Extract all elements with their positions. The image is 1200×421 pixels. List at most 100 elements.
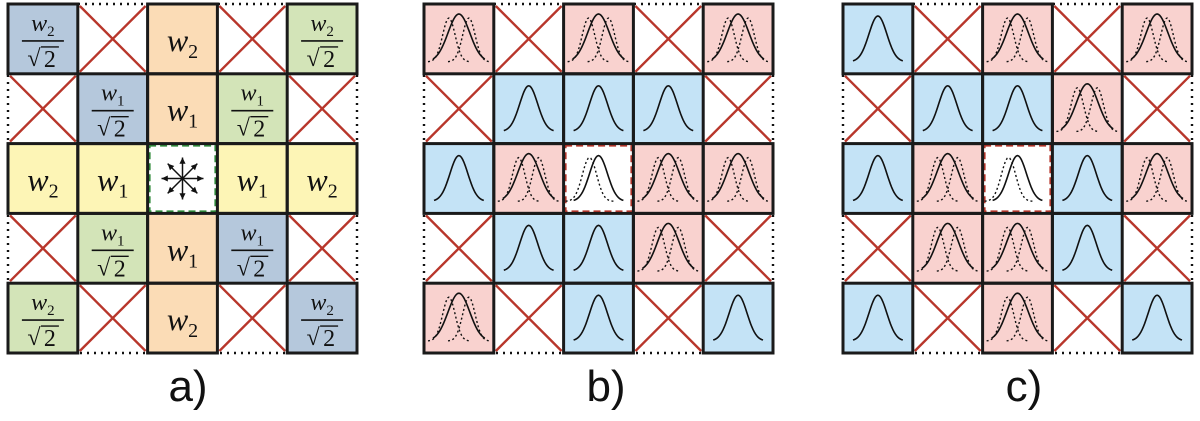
gaussian-curve-dotted (1006, 226, 1049, 272)
gaussian-curve-dotted (1056, 86, 1099, 133)
gaussian-curve (573, 224, 624, 271)
gaussian-curve (1062, 154, 1113, 202)
gaussian-curve (503, 224, 554, 271)
gaussian-curve-dotted (986, 17, 1029, 63)
cell-border (1120, 2, 1194, 76)
cell-border (215, 211, 289, 285)
gaussian-curve (1062, 224, 1113, 271)
filled-cell (147, 73, 218, 144)
sqrt-sign: √ (97, 116, 111, 142)
cross-mark (494, 284, 563, 352)
gaussian-curve-dotted (1006, 296, 1049, 342)
cross-mark (913, 284, 982, 352)
grid-cell (703, 283, 773, 353)
grid-cell (563, 143, 634, 214)
grid-cell (982, 143, 1053, 214)
weight-label: w2 (167, 301, 198, 342)
gaussian-curve (992, 84, 1043, 132)
gaussian-curve-dotted (1126, 156, 1169, 202)
cross-mark (913, 5, 982, 73)
cell-border (841, 2, 915, 76)
weight-label: w1 (237, 162, 268, 203)
filled-cell (287, 4, 357, 74)
arrow-head (190, 163, 198, 171)
filled-cell (1122, 143, 1192, 214)
gaussian-curve-dotted (1146, 17, 1189, 63)
grid-cell (78, 284, 147, 352)
sqrt-sign: √ (307, 46, 321, 72)
cross-mark (1123, 74, 1191, 143)
cell-border (981, 281, 1054, 355)
gaussian-curve (1130, 152, 1184, 200)
cross-mark (218, 284, 287, 352)
grid-cell: w1 (77, 143, 148, 214)
grid-cell: w1√2 (77, 213, 148, 284)
filled-cell (633, 73, 704, 144)
filled-cell (493, 213, 564, 284)
cell-border (701, 2, 775, 76)
grid-cell (425, 74, 493, 143)
filled-cell (8, 4, 78, 74)
gaussian-curve-dotted (916, 226, 959, 272)
gaussian-curve (991, 13, 1044, 60)
filled-cell (563, 73, 634, 144)
grid-cell (982, 73, 1053, 144)
filled-cell (1122, 4, 1192, 74)
filled-cell (563, 4, 634, 74)
weight-numerator: w2 (31, 11, 55, 40)
gaussian-curve-dotted (1146, 156, 1189, 202)
grid-cell (9, 214, 77, 283)
gaussian-curve-dotted (936, 226, 979, 272)
gaussian-curve-dotted (637, 156, 680, 202)
grid-cell: w2√2 (287, 283, 357, 353)
gaussian-curve-dotted (427, 17, 470, 63)
cell-border (562, 281, 635, 355)
cross-mark (288, 214, 356, 283)
gaussian-curve (1130, 13, 1184, 60)
gaussian-curve (641, 152, 695, 200)
grid-cell (1122, 4, 1192, 74)
cell-border (146, 281, 219, 355)
weight-label: w1 (167, 231, 198, 272)
weight-numerator: w2 (310, 11, 334, 40)
cell-border (422, 281, 496, 355)
cross-mark (844, 214, 912, 283)
grid-cell (9, 74, 77, 143)
gaussian-curve (432, 292, 486, 339)
gaussian-curve-dotted (657, 156, 700, 202)
filled-cell (563, 283, 634, 353)
grid-cell: w1 (147, 213, 218, 284)
cross-mark (1053, 5, 1122, 73)
grid-cell (982, 283, 1053, 353)
cross-mark (1123, 214, 1191, 283)
gaussian-curve (643, 84, 694, 132)
grid-cell (703, 4, 773, 74)
filled-cell (843, 4, 913, 74)
weight-numerator: w1 (241, 220, 265, 249)
filled-cell (77, 143, 148, 214)
sqrt-radicand: 2 (323, 326, 335, 352)
gaussian-curve-dotted (986, 226, 1029, 272)
grid-cell (563, 73, 634, 144)
gaussian-curve (991, 292, 1044, 339)
cell-border (1120, 142, 1194, 215)
filled-cell (77, 73, 148, 144)
sqrt-sign: √ (27, 325, 41, 351)
grid-cell (1122, 283, 1192, 353)
filled-cell (703, 143, 773, 214)
gaussian-curve (712, 294, 764, 341)
cell-border (285, 281, 359, 355)
filled-cell (912, 213, 983, 284)
gaussian-curve-dotted (1006, 17, 1049, 63)
filled-cell (217, 143, 288, 214)
cross-mark (704, 214, 772, 283)
gaussian-curve-dotted (984, 156, 1033, 202)
cell-border (6, 2, 80, 76)
grid-cell (424, 143, 494, 214)
cross-mark (494, 5, 563, 73)
filled-cell (217, 73, 288, 144)
sqrt-radicand: 2 (44, 47, 56, 73)
grid-cell (844, 74, 912, 143)
panel-c-grid (841, 2, 1194, 355)
arrow-head (161, 175, 168, 182)
